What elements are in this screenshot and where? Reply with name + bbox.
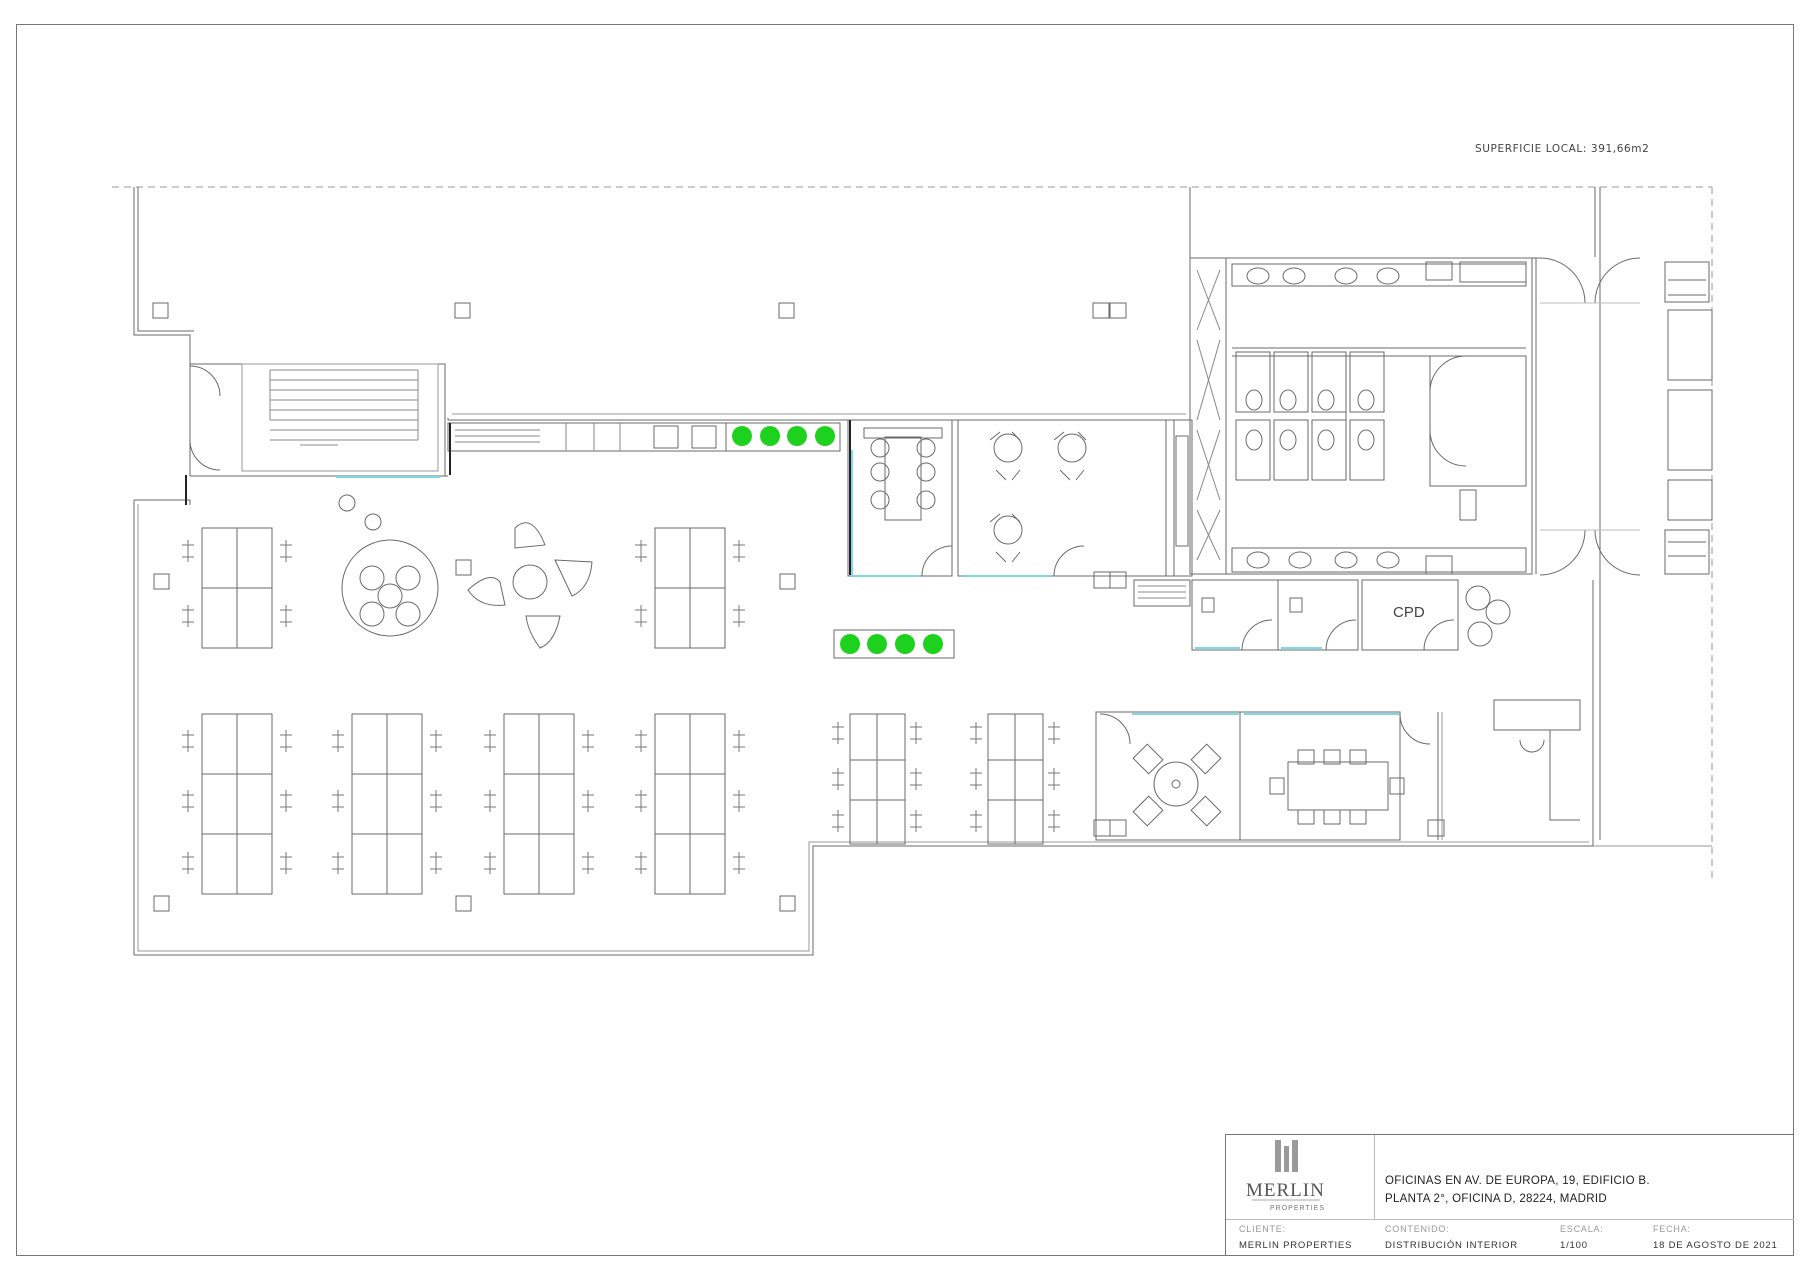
address-line-2: PLANTA 2°, OFICINA D, 28224, MADRID [1385, 1193, 1607, 1205]
plant [815, 426, 835, 446]
plant [787, 426, 807, 446]
plant [760, 426, 780, 446]
contenido-label: CONTENIDO: [1385, 1224, 1450, 1234]
merlin-logo-subtitle: PROPERTIES [1270, 1205, 1325, 1212]
escala-value: 1/100 [1560, 1240, 1588, 1251]
plant [840, 634, 860, 654]
address-line-1: OFICINAS EN AV. DE EUROPA, 19, EDIFICIO … [1385, 1175, 1650, 1187]
cliente-value: MERLIN PROPERTIES [1239, 1240, 1353, 1251]
plant [895, 634, 915, 654]
room-label-cpd: CPD [1393, 604, 1425, 621]
plant [732, 426, 752, 446]
cliente-label: CLIENTE: [1239, 1224, 1286, 1234]
logo-cell: MERLIN PROPERTIES [1226, 1135, 1375, 1219]
fecha-label: FECHA: [1653, 1224, 1691, 1234]
plant [923, 634, 943, 654]
drawing-sheet-frame [16, 24, 1794, 1256]
contenido-value: DISTRIBUCIÓN INTERIOR [1385, 1240, 1518, 1251]
plant [867, 634, 887, 654]
merlin-logo: MERLIN [1246, 1180, 1325, 1201]
title-block: MERLIN PROPERTIES OFICINAS EN AV. DE EUR… [1225, 1134, 1794, 1256]
title-block-divider [1226, 1219, 1794, 1220]
surface-area-label: SUPERFICIE LOCAL: 391,66m2 [1475, 143, 1650, 155]
fecha-value: 18 DE AGOSTO DE 2021 [1653, 1240, 1778, 1251]
escala-label: ESCALA: [1560, 1224, 1604, 1234]
